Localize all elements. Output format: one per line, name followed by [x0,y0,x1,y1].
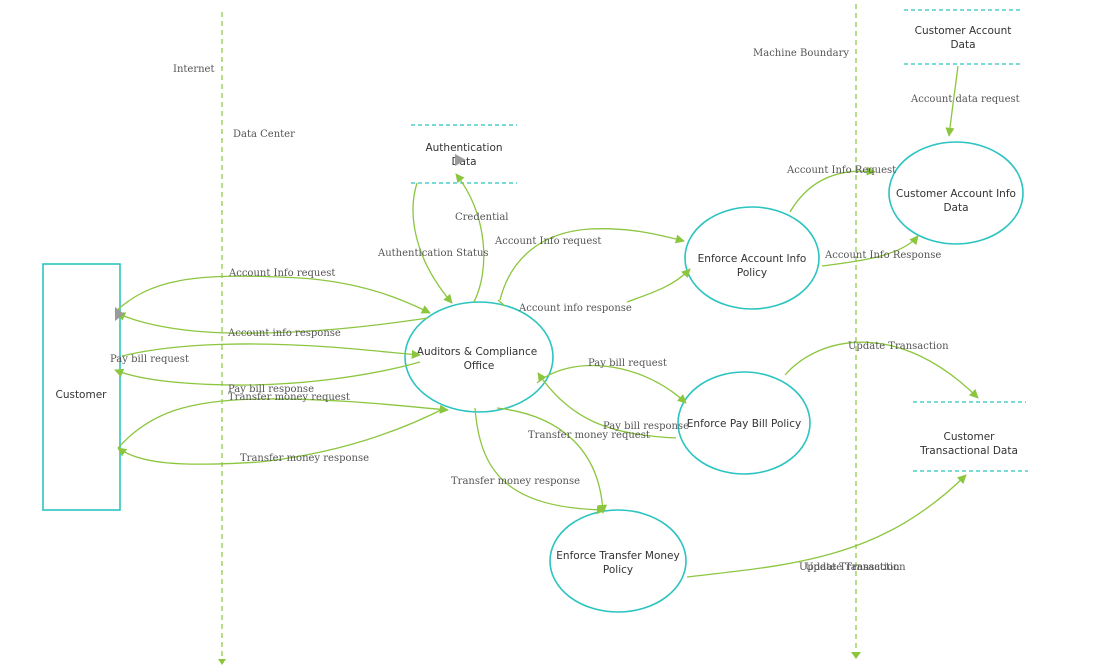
label-account-info-request-2: Account Info request [494,236,601,247]
label-pay-bill-request-1: Pay bill request [110,354,189,365]
authentication-data-store-label-line-1: Authentication [425,142,502,154]
label-pay-bill-response-2: Pay bill response [603,421,689,432]
flow-account-info-request-2[interactable] [499,228,685,301]
flow-account-data-request[interactable] [945,65,959,137]
label-account-info-request-1: Account Info request [228,268,335,279]
enforce-transfer-money-policy-process[interactable]: Enforce Transfer Money Policy [549,509,687,613]
transfer-policy-label-line-1: Enforce Transfer Money [556,550,679,562]
customer-entity-label: Customer [55,389,107,401]
account-policy-label-line-1: Enforce Account Info [698,253,807,265]
auditors-compliance-office-process[interactable]: Auditors & Compliance Office [404,301,554,413]
customer-entity[interactable] [42,263,121,511]
label-transfer-money-response-2: Transfer money response [451,476,580,487]
account-policy-label-line-2: Policy [737,267,767,279]
customer-transactional-data-store-label-line-1: Customer [943,431,995,443]
label-transfer-money-response-1: Transfer money response [240,453,369,464]
label-account-info-response-1: Account info response [227,328,341,339]
authentication-data-store[interactable]: Authentication Data [411,124,517,184]
customer-account-data-store-label-line-1: Customer Account [915,25,1012,37]
label-update-transaction-2a: Update Transaction [799,562,900,573]
label-account-data-request: Account data request [910,94,1020,105]
paybill-policy-label: Enforce Pay Bill Policy [687,418,801,430]
account-info-data-label-line-2: Data [943,202,968,214]
flow-credential[interactable] [455,173,485,303]
flow-transfer-money-response-2[interactable] [474,407,606,515]
flow-pay-bill-response-2[interactable] [537,372,677,439]
customer-transactional-data-store[interactable]: Customer Transactional Data [913,401,1028,472]
flow-account-info-request-3[interactable] [789,166,876,213]
customer-account-data-store[interactable]: Customer Account Data [904,9,1020,65]
flow-pay-bill-request-2[interactable] [536,364,687,404]
transfer-policy-label-line-2: Policy [603,564,633,576]
flow-pay-bill-response-1[interactable] [114,361,421,386]
flow-update-transaction-2[interactable] [686,474,967,578]
machine-boundary-label: Machine Boundary [753,48,849,59]
flow-account-info-response-2[interactable] [626,268,691,303]
internet-boundary-label: Internet [173,64,214,75]
flow-account-info-response-1[interactable] [116,312,429,334]
auditors-process-label-line-2: Office [464,360,495,372]
flow-authentication-status[interactable] [412,182,453,304]
label-transfer-money-request-1: Transfer money request [228,392,350,403]
label-transfer-money-request-2: Transfer money request [528,430,650,441]
label-account-info-response-3: Account Info Response [824,250,941,261]
customer-account-data-store-label-line-2: Data [950,39,975,51]
label-authentication-status: Authentication Status [377,248,489,259]
flow-account-info-response-3[interactable] [821,235,919,267]
auditors-process-label-line-1: Auditors & Compliance [417,346,537,358]
label-credential: Credential [455,212,509,223]
flow-transfer-money-request-1[interactable] [117,398,449,449]
enforce-account-info-policy-process[interactable]: Enforce Account Info Policy [684,206,820,310]
gray-cursor-arrow [115,307,124,321]
machine-boundary-arrow [851,652,861,659]
label-account-info-request-3: Account Info Request [786,165,896,176]
enforce-pay-bill-policy-process[interactable]: Enforce Pay Bill Policy [677,371,811,475]
play-icon [455,154,466,166]
flow-pay-bill-request-1[interactable] [121,343,421,359]
flow-transfer-money-request-2[interactable] [496,407,608,514]
label-update-transaction-1: Update Transaction [848,341,949,352]
account-info-data-label-line-1: Customer Account Info [896,188,1016,200]
flow-transfer-money-response-1[interactable] [117,407,446,465]
flow-update-transaction-1[interactable] [784,341,979,399]
label-update-transaction-2b: Update Transaction [805,562,906,573]
data-center-boundary-label: Data Center [233,129,295,140]
customer-account-info-data-process[interactable]: Customer Account Info Data [888,141,1024,245]
flow-account-info-response-2-tail [497,299,506,307]
data-center-boundary-arrow [218,659,226,665]
label-account-info-response-2: Account info response [518,303,632,314]
customer-transactional-data-store-label-line-2: Transactional Data [919,445,1018,457]
flow-account-info-request-1[interactable] [114,275,431,314]
label-pay-bill-request-2: Pay bill request [588,358,667,369]
label-pay-bill-response-1: Pay bill response [228,384,314,395]
